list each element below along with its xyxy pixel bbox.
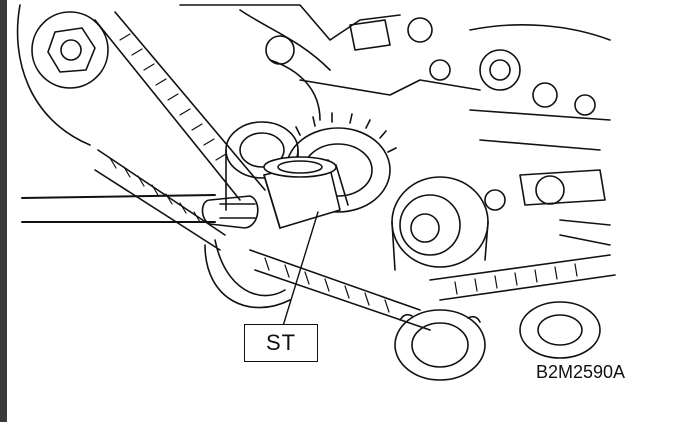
callout-leader-line <box>282 211 319 327</box>
tool-handle-icon <box>21 156 349 229</box>
engine-block-outline <box>179 4 611 246</box>
left-border <box>0 0 7 422</box>
idler-pulley-icon <box>391 176 489 271</box>
timing-belt-icon <box>94 11 616 331</box>
st-callout-box: ST <box>244 324 318 362</box>
st-callout-label: ST <box>265 330 297 355</box>
camshaft-sprocket-icon <box>16 4 109 146</box>
figure-code-label: B2M2590A <box>536 362 626 382</box>
crankshaft-sprocket-icon <box>394 301 601 381</box>
